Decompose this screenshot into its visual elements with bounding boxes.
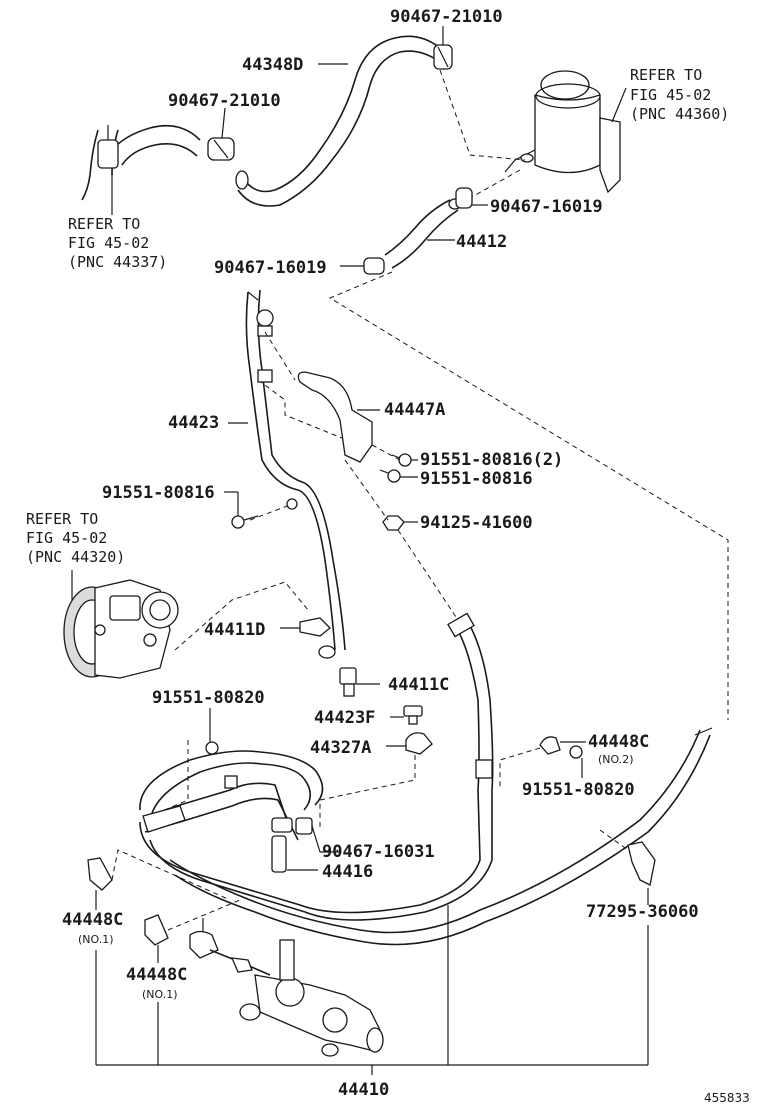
label-clamp-c-no2: 44448C — [588, 732, 649, 752]
diagram-id: 455833 — [704, 1091, 750, 1105]
label-clamp-c-left: 44448C — [62, 910, 123, 930]
label-clip-top: 90467-21010 — [390, 7, 503, 27]
bracket-drawing — [257, 331, 373, 463]
lower-tubes-drawing — [139, 727, 713, 946]
label-clamp-a: 44327A — [310, 738, 371, 758]
hose-clip-top — [433, 44, 453, 70]
label-bolt-union: 44411C — [388, 675, 449, 695]
label-bolt-tube: 91551-80816 — [102, 483, 215, 503]
return-hose-drawing — [235, 35, 441, 207]
hose-clip-suction — [363, 257, 385, 275]
reservoir-drawing — [504, 70, 621, 194]
label-gear-assy: 44410 — [338, 1080, 389, 1100]
label-bolt-f: 44423F — [314, 708, 375, 728]
label-refer-a-1: REFER TO — [630, 66, 702, 84]
clamp-c-left-drawing — [87, 857, 113, 891]
label-clip-reservoir: 90467-16019 — [490, 197, 603, 217]
left-hose-drawing — [81, 124, 201, 201]
label-bolt-clamp: 91551-80820 — [152, 688, 265, 708]
clamp-bolt-left-drawing — [205, 741, 219, 755]
label-nut: 94125-41600 — [420, 513, 533, 533]
label-bracket: 44447A — [384, 400, 445, 420]
label-refer-b-1: REFER TO — [68, 215, 140, 233]
clamp-a-drawing — [405, 732, 433, 755]
return-tube-drawing — [447, 612, 494, 791]
label-clamp-c-mid: 44448C — [126, 965, 187, 985]
label-bolt-bracket: 91551-80816 — [420, 469, 533, 489]
suction-hose-drawing — [384, 198, 462, 269]
label-note-no1-left: (NO.1) — [78, 933, 114, 946]
label-hose-suction: 44412 — [456, 232, 507, 252]
label-refer-b-2: FIG 45-02 — [68, 234, 149, 252]
clamp-c-mid-drawing — [144, 914, 169, 946]
clamp-d-drawing — [299, 617, 331, 637]
bracket-bolt-drawing — [391, 453, 412, 467]
label-note-no1-mid: (NO.1) — [142, 988, 178, 1001]
pump-drawing — [63, 579, 179, 679]
label-refer-c-3: (PNC 44320) — [26, 548, 125, 566]
label-hose-return: 44348D — [242, 55, 303, 75]
label-refer-c-1: REFER TO — [26, 510, 98, 528]
label-clip-suction: 90467-16019 — [214, 258, 327, 278]
clamp-c-no2-drawing — [539, 736, 583, 759]
label-tube-pressure: 44423 — [168, 413, 219, 433]
bracket-right-drawing — [627, 841, 656, 886]
label-bolt-clamp-right: 91551-80820 — [522, 780, 635, 800]
label-refer-a-3: (PNC 44360) — [630, 105, 729, 123]
hose-clip-reservoir — [455, 187, 473, 209]
label-refer-a-2: FIG 45-02 — [630, 86, 711, 104]
label-clip-cooler: 90467-16031 — [322, 842, 435, 862]
label-refer-c-2: FIG 45-02 — [26, 529, 107, 547]
bolt-f-drawing — [403, 705, 423, 725]
label-note-no2: (NO.2) — [598, 753, 634, 766]
label-clamp-d: 44411D — [204, 620, 265, 640]
label-bracket-right: 77295-36060 — [586, 902, 699, 922]
tube-bolt-drawing — [231, 515, 259, 529]
hose-clip-left — [207, 137, 235, 161]
nut-drawing — [382, 515, 405, 531]
pressure-tube-drawing — [245, 289, 346, 651]
label-refer-b-3: (PNC 44337) — [68, 253, 167, 271]
label-clip-left: 90467-21010 — [168, 91, 281, 111]
bracket-bolt-2-drawing — [379, 469, 401, 483]
gear-leader-lines — [95, 905, 649, 1075]
union-bolt-drawing — [339, 667, 357, 697]
label-bolt-bracket-2: 91551-80816(2) — [420, 450, 563, 470]
steering-gear-drawing — [189, 918, 384, 1057]
label-hose-cooler: 44416 — [322, 862, 373, 882]
